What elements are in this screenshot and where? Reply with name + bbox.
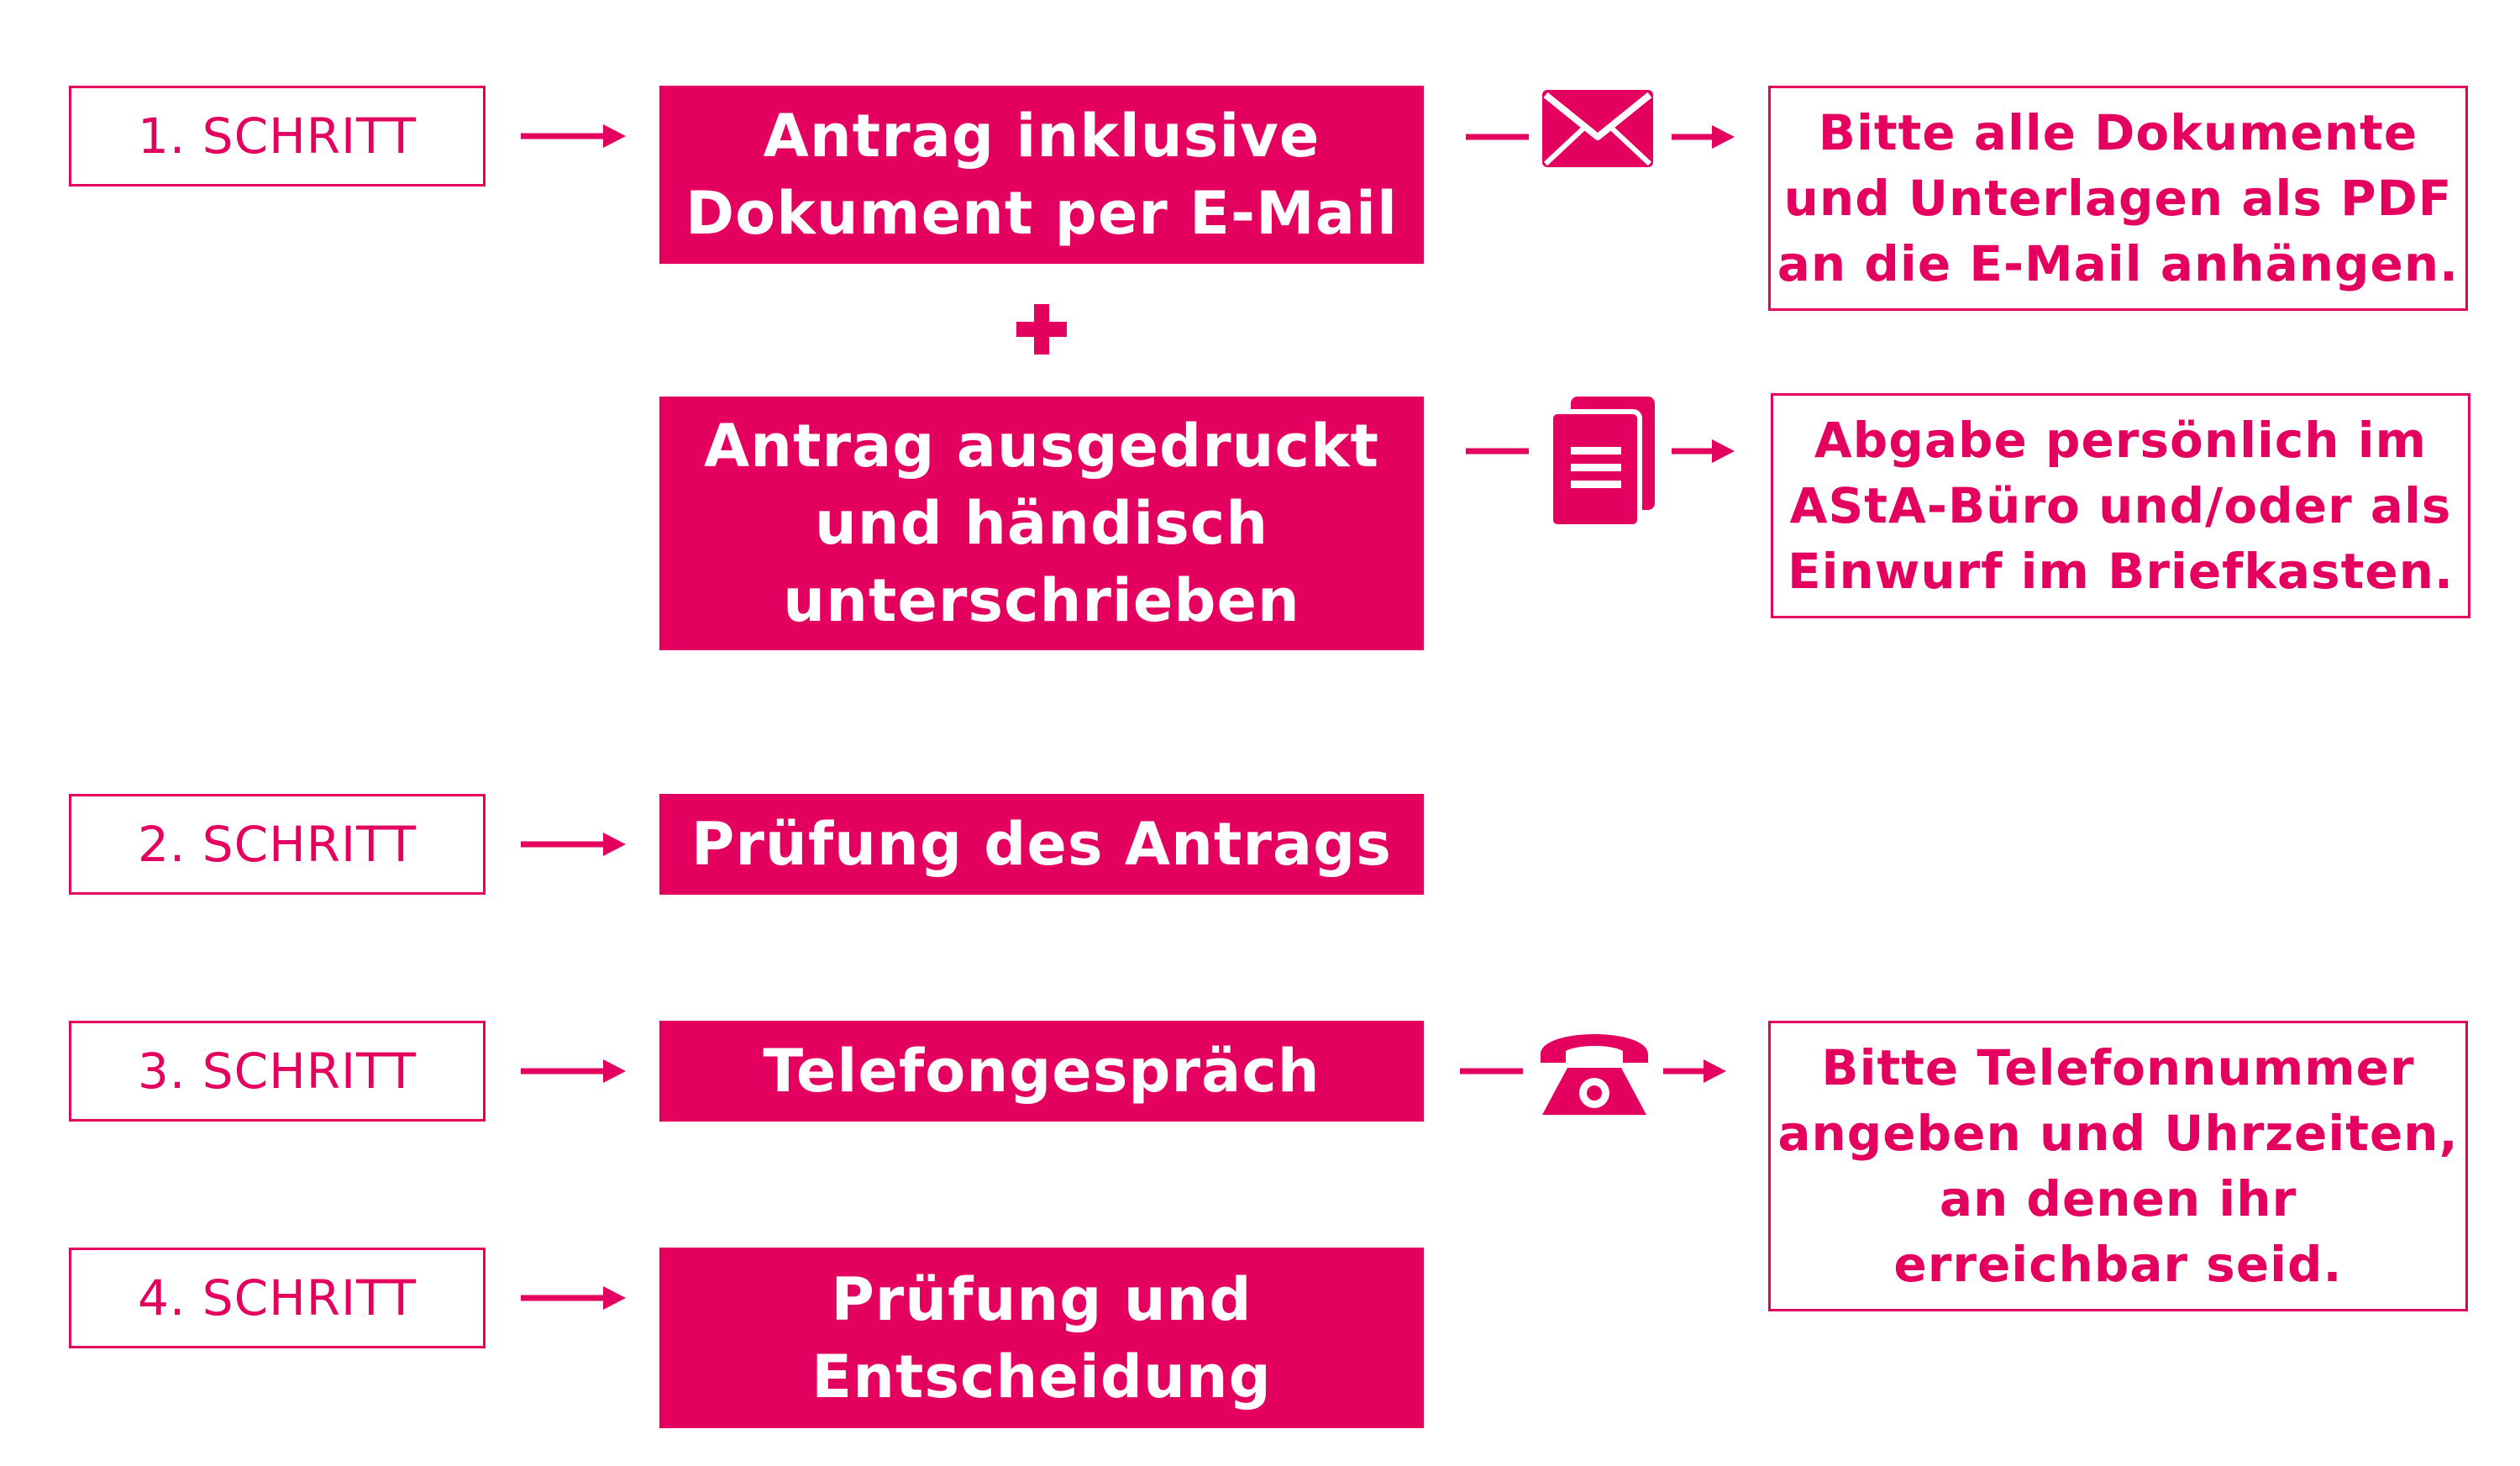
telephone-icon — [1536, 1021, 1653, 1120]
step-3-label: 3. SCHRITT — [69, 1021, 486, 1122]
connector-arrow-print — [1672, 436, 1735, 466]
step-2-label: 2. SCHRITT — [69, 794, 486, 895]
box-entscheidung: Prüfung und Entscheidung — [659, 1248, 1424, 1428]
plus-sign: + — [1008, 296, 1075, 363]
box-telefon: Telefongespräch — [659, 1021, 1424, 1122]
box-pruefung: Prüfung des Antrags — [659, 794, 1424, 895]
connector-line-email — [1466, 133, 1529, 141]
connector-arrow-telefon — [1663, 1056, 1726, 1086]
connector-line-print — [1466, 447, 1529, 455]
connector-line-telefon — [1460, 1067, 1523, 1075]
connector-arrow-email — [1672, 122, 1735, 152]
step-1-arrow — [521, 121, 626, 151]
step-2-arrow — [521, 829, 626, 859]
step-3-arrow — [521, 1056, 626, 1086]
note-print: Abgabe persönlich im AStA-Büro und/oder … — [1771, 393, 2470, 618]
step-4-arrow — [521, 1283, 626, 1313]
envelope-icon — [1539, 87, 1656, 171]
step-1-label: 1. SCHRITT — [69, 86, 486, 187]
note-email: Bitte alle Dokumente und Unterlagen als … — [1768, 86, 2468, 311]
note-telefon: Bitte Telefonnummer angeben und Uhrzeite… — [1768, 1021, 2468, 1311]
step-4-label: 4. SCHRITT — [69, 1248, 486, 1348]
box-email: Antrag inklusive Dokument per E-Mail — [659, 86, 1424, 264]
box-print: Antrag ausgedruckt und händisch untersch… — [659, 397, 1424, 650]
documents-icon — [1547, 397, 1661, 527]
